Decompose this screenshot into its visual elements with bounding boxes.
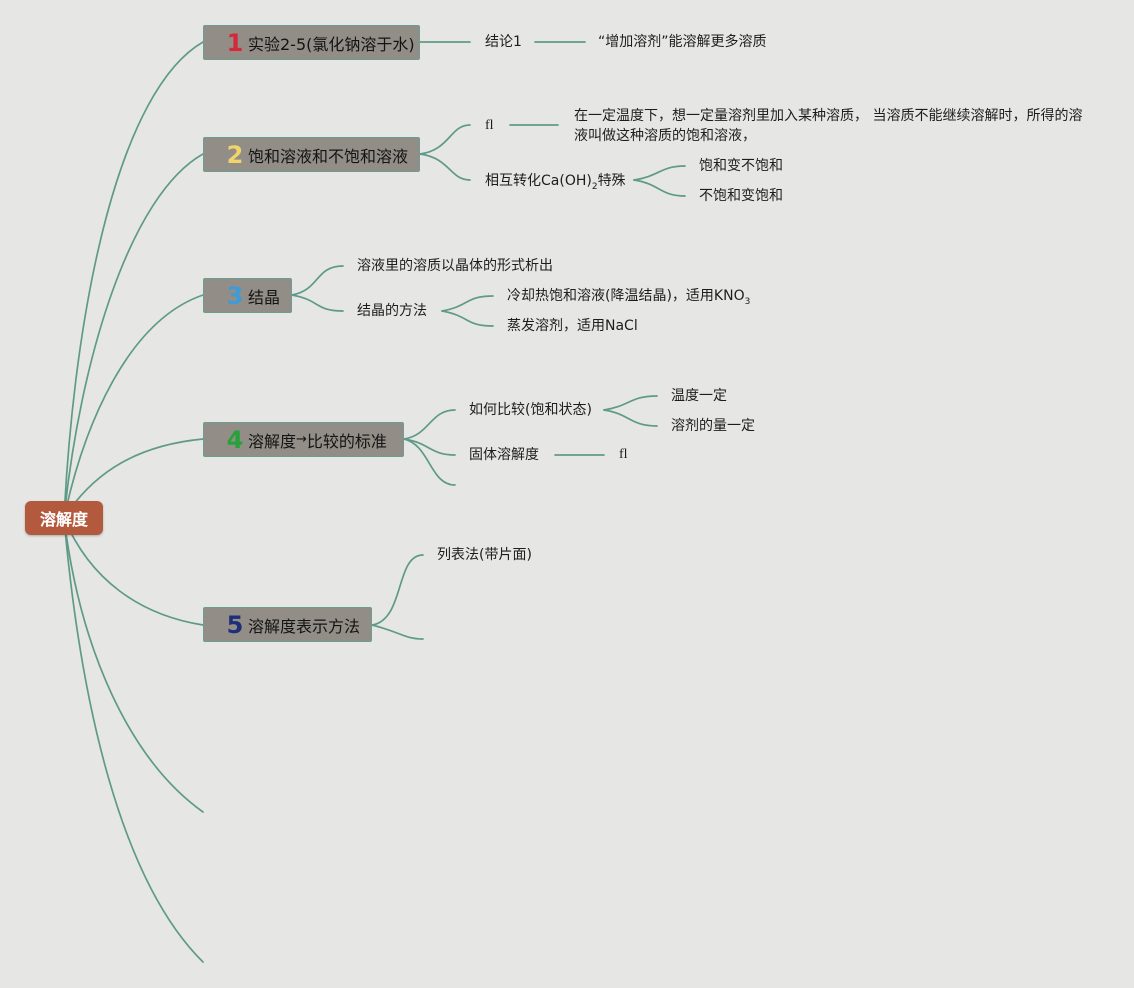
branch-number-5: 5 <box>226 610 244 639</box>
topic-label: 不饱和变饱和 <box>699 188 783 204</box>
branch-experiment[interactable]: 1 实验2-5(氯化钠溶于水) <box>203 25 420 60</box>
edge-b4-compare <box>403 409 456 440</box>
topic-fixed-solvent-amount[interactable]: 溶剂的量一定 <box>671 418 755 434</box>
topic-label: 饱和变不饱和 <box>699 158 783 174</box>
topic-solid-solubility[interactable]: 固体溶解度 <box>469 447 539 463</box>
topic-unsaturated-to-saturated[interactable]: 不饱和变饱和 <box>699 188 783 204</box>
topic-table-method[interactable]: 列表法(带片面) <box>437 547 532 563</box>
topic-label: 列表法(带片面) <box>437 547 532 563</box>
topic-conclusion[interactable]: 结论1 <box>485 34 522 50</box>
topic-label: 在一定温度下，想一定量溶剂里加入某种溶质， 当溶质不能继续溶解时，所得的溶液叫做… <box>574 108 1083 144</box>
topic-label: 温度一定 <box>671 388 727 404</box>
topic-definition-text[interactable]: 在一定温度下，想一定量溶剂里加入某种溶质， 当溶质不能继续溶解时，所得的溶液叫做… <box>574 106 1084 146</box>
branch-solubility-standard[interactable]: 4 溶解度 → 比较的标准 <box>203 422 404 457</box>
topic-evaporation[interactable]: 蒸发溶剂，适用NaCl <box>507 318 638 334</box>
root-label: 溶解度 <box>39 510 88 529</box>
edge-b2-sat <box>633 165 686 181</box>
branch-solubility-representation[interactable]: 5 溶解度表示方法 <box>203 607 372 642</box>
edge-b4-solvent <box>603 409 658 427</box>
edge-b5-empty <box>371 624 424 640</box>
branch-number-2: 2 <box>226 140 244 169</box>
topic-fixed-temperature[interactable]: 温度一定 <box>671 388 727 404</box>
topic-label-prefix: 相互转化Ca(OH) <box>485 173 592 189</box>
edge-b4-temp <box>603 395 658 411</box>
branch-label: 结晶 <box>248 287 281 307</box>
topic-solid-solubility-fl[interactable]: fl <box>619 447 628 463</box>
topic-label: 溶液里的溶质以晶体的形式析出 <box>357 258 553 274</box>
topic-label: “增加溶剂”能溶解更多溶质 <box>598 34 767 50</box>
topic-how-to-compare[interactable]: 如何比较(饱和状态) <box>469 402 592 418</box>
edge-root-b3 <box>63 294 204 519</box>
branch-crystallization[interactable]: 3 结晶 <box>203 278 292 313</box>
topic-definition[interactable]: fl <box>485 118 494 134</box>
edge-root-b5 <box>63 517 204 626</box>
branch-label: 饱和溶液和不饱和溶液 <box>248 146 409 166</box>
topic-label-subscript: 2 <box>591 181 598 192</box>
branch-label-part-a: 溶解度 <box>248 431 297 451</box>
topic-crystallization-methods[interactable]: 结晶的方法 <box>357 303 427 319</box>
edge-b3-evaporate <box>441 310 494 327</box>
branch-number-3: 3 <box>226 281 244 310</box>
edge-root-b2 <box>63 153 204 519</box>
branch-number-4: 4 <box>226 425 244 454</box>
topic-interconversion[interactable]: 相互转化Ca(OH)2特殊 <box>485 173 626 195</box>
branch-label: 实验2-5(氯化钠溶于水) <box>248 34 415 54</box>
branch-label: 溶解度表示方法 <box>248 616 361 636</box>
topic-conclusion-detail[interactable]: “增加溶剂”能溶解更多溶质 <box>598 34 767 50</box>
topic-label: 固体溶解度 <box>469 447 539 463</box>
edge-b2-def <box>419 124 471 155</box>
topic-label: 结晶的方法 <box>357 303 427 319</box>
topic-label: fl <box>485 118 494 133</box>
arrow-icon: → <box>296 432 307 447</box>
edge-root-empty-2 <box>63 517 204 963</box>
edge-b3-methods <box>291 294 344 312</box>
edge-b2-unsat <box>633 179 686 197</box>
topic-label: 如何比较(饱和状态) <box>469 402 592 418</box>
edge-b2-convert <box>419 153 471 181</box>
edge-b4-empty <box>403 438 456 486</box>
branch-saturated-solution[interactable]: 2 饱和溶液和不饱和溶液 <box>203 137 420 172</box>
edge-b3-intro <box>291 265 344 296</box>
topic-label-subscript: 3 <box>744 296 751 307</box>
topic-label: 蒸发溶剂，适用NaCl <box>507 318 638 334</box>
topic-label-suffix: 特殊 <box>597 173 626 189</box>
branch-label-part-b: 比较的标准 <box>306 431 387 451</box>
topic-cooling-crystallization[interactable]: 冷却热饱和溶液(降温结晶)，适用KNO3 <box>507 288 750 310</box>
topic-label: fl <box>619 447 628 462</box>
topic-label-prefix: 冷却热饱和溶液(降温结晶)，适用KNO <box>507 288 745 304</box>
topic-label: 结论1 <box>485 34 522 50</box>
topic-crystallization-definition[interactable]: 溶液里的溶质以晶体的形式析出 <box>357 258 553 274</box>
edge-root-empty-1 <box>63 517 204 813</box>
branch-number-1: 1 <box>226 28 244 57</box>
root-node[interactable]: 溶解度 <box>25 501 103 535</box>
edge-root-b1 <box>63 41 204 519</box>
edge-b5-table <box>371 554 424 626</box>
edge-b3-cooling <box>441 295 494 312</box>
topic-saturated-to-unsaturated[interactable]: 饱和变不饱和 <box>699 158 783 174</box>
topic-label: 溶剂的量一定 <box>671 418 755 434</box>
